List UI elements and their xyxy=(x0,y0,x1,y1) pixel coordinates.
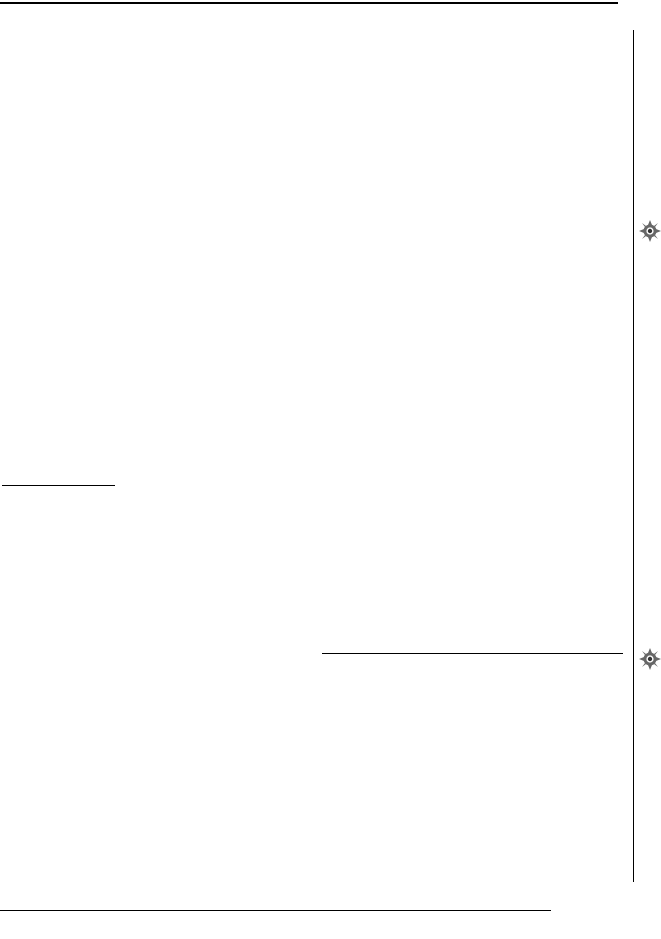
mid-right-rule xyxy=(322,653,623,654)
bottom-rule xyxy=(0,910,551,911)
gear-eye-icon xyxy=(639,220,661,242)
left-short-rule xyxy=(2,485,115,486)
gear-eye-icon xyxy=(639,648,661,670)
top-rule xyxy=(0,2,618,4)
right-margin-rule xyxy=(633,30,634,882)
